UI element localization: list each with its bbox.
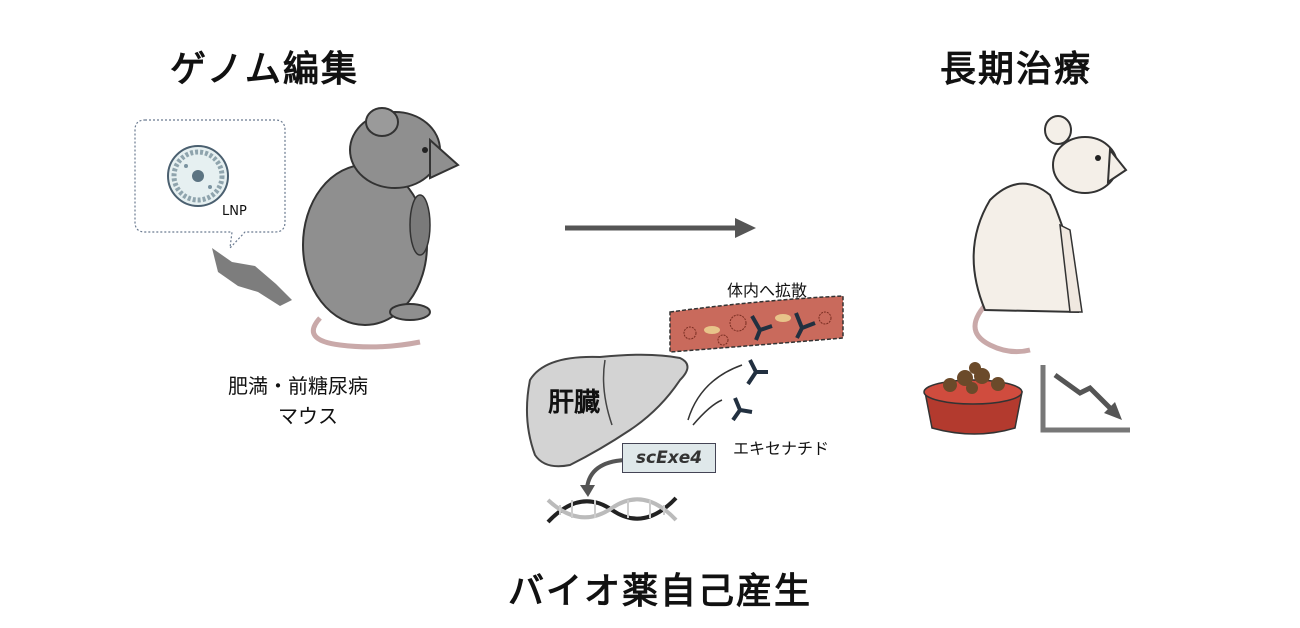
blood-vessel-icon (669, 295, 844, 353)
progress-arrow (565, 218, 756, 238)
liver-icon (526, 353, 689, 468)
diffusion-label: 体内へ拡散 (727, 281, 808, 300)
liver-label: 肝臓 (548, 388, 601, 418)
mouse-label-line2: マウス (278, 404, 338, 428)
injection-icon (212, 248, 292, 306)
exenatide-label: エキセナチド (733, 439, 830, 458)
heading-biodrug-self-production: バイオ薬自己産生 (508, 571, 813, 612)
declining-trend-icon (1040, 365, 1130, 433)
food-bowl-icon (923, 362, 1023, 435)
lnp-bubble (134, 119, 286, 250)
expression-arrow (585, 458, 626, 489)
dna-icon (546, 496, 678, 524)
gene-box: scExe4 (622, 443, 716, 473)
mouse-label-line1: 肥満・前糖尿病 (228, 374, 368, 398)
white-mouse-icon (972, 115, 1128, 355)
heading-genome-editing: ゲノム編集 (170, 49, 359, 90)
lipid-nanoparticle-icon (167, 145, 229, 207)
lnp-label: LNP (222, 204, 247, 219)
gray-mouse-icon (302, 107, 460, 350)
exenatide-molecule-icon (687, 359, 768, 426)
heading-long-term-treatment: 長期治療 (940, 49, 1093, 90)
